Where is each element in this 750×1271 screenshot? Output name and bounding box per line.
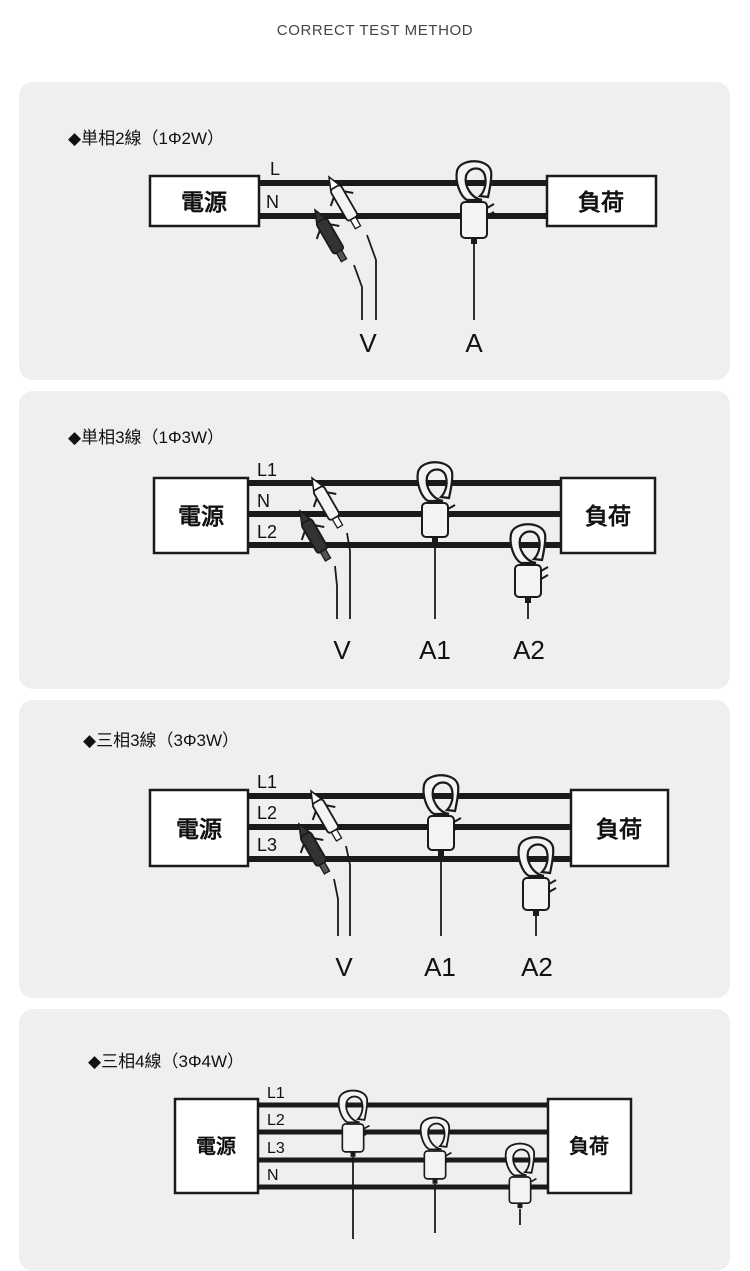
wiring-diagram: 電源 負荷 L1 N L2 xyxy=(152,460,657,665)
line-label-l1: L1 xyxy=(267,1085,285,1102)
diagram-panel-3p3w: ◆三相3線（3Φ3W） 電源 負荷 L1 L2 L3 xyxy=(19,700,730,998)
load-label: 負荷 xyxy=(585,503,631,530)
load-box xyxy=(545,174,658,228)
panel-heading: ◆単相2線（1Φ2W） xyxy=(68,129,225,148)
line-label-n: N xyxy=(266,192,279,212)
clamp-meter xyxy=(504,1142,537,1209)
probe-cable xyxy=(333,878,339,936)
line-label-n: N xyxy=(267,1167,279,1184)
diagram-panel-3p4w: ◆三相4線（3Φ4W） 電源 負荷 L1 L2 L3 N xyxy=(19,1009,730,1271)
line-label-l3: L3 xyxy=(257,835,277,855)
voltage-probe-white xyxy=(311,476,344,529)
voltage-probe-black xyxy=(298,822,331,875)
voltage-probe-white xyxy=(310,789,343,842)
meter-label-v: V xyxy=(335,952,353,982)
line-label-l1: L1 xyxy=(257,460,277,480)
meter-label-a1: A1 xyxy=(424,952,456,982)
load-label: 負荷 xyxy=(578,189,624,216)
meter-label-a2: A2 xyxy=(521,952,553,982)
voltage-probe-black xyxy=(314,208,348,263)
load-label: 負荷 xyxy=(569,1134,609,1158)
voltage-probe-black xyxy=(299,509,332,562)
load-box xyxy=(569,788,670,868)
line-label-l3: L3 xyxy=(267,1140,285,1157)
clamp-meter xyxy=(422,774,462,856)
meter-label-a: A xyxy=(465,328,483,358)
probe-cable xyxy=(346,532,351,619)
line-label-l2: L2 xyxy=(257,803,277,823)
panel-heading: ◆単相3線（1Φ3W） xyxy=(68,428,225,447)
power-source-label: 電源 xyxy=(176,817,222,843)
power-source-box xyxy=(148,788,250,868)
line-label-l1: L1 xyxy=(257,772,277,792)
wiring-diagram: 電源 負荷 L1 L2 L3 N xyxy=(173,1085,633,1239)
line-label-l: L xyxy=(270,159,280,179)
panel-heading: ◆三相4線（3Φ4W） xyxy=(88,1052,245,1071)
line-label-l2: L2 xyxy=(267,1112,285,1129)
clamp-meter xyxy=(509,523,549,603)
probe-cable xyxy=(345,845,351,936)
meter-label-a1: A1 xyxy=(419,635,451,665)
power-source-box xyxy=(152,476,250,555)
probe-cable xyxy=(353,264,363,320)
clamp-meter xyxy=(517,836,557,916)
load-label: 負荷 xyxy=(596,816,642,843)
clamp-meter xyxy=(455,160,495,244)
power-source-label: 電源 xyxy=(181,190,227,216)
wiring-diagram: 電源 負荷 L N V xyxy=(148,159,658,358)
clamp-meter xyxy=(419,1116,452,1184)
diagram-panel-1p3w: ◆単相3線（1Φ3W） 電源 負荷 L1 N L2 xyxy=(19,391,730,689)
page-title: CORRECT TEST METHOD xyxy=(276,22,474,39)
panel-heading: ◆三相3線（3Φ3W） xyxy=(83,731,240,750)
power-source-label: 電源 xyxy=(196,1134,236,1158)
power-source-box xyxy=(173,1097,260,1195)
meter-label-a2: A2 xyxy=(513,635,545,665)
probe-cable xyxy=(366,234,377,320)
diagram-panel-1p2w: ◆単相2線（1Φ2W） 電源 負荷 L N xyxy=(19,82,730,380)
meter-label-v: V xyxy=(333,635,351,665)
load-box xyxy=(559,476,657,555)
wiring-diagram: 電源 負荷 L1 L2 L3 xyxy=(148,772,670,982)
power-source-label: 電源 xyxy=(178,504,224,530)
clamp-meter xyxy=(337,1089,370,1157)
clamp-meter xyxy=(416,461,456,543)
voltage-probe-white xyxy=(328,175,362,230)
line-label-l2: L2 xyxy=(257,522,277,542)
probe-cable xyxy=(334,565,338,619)
line-label-n: N xyxy=(257,491,270,511)
power-source-box xyxy=(148,174,261,228)
load-box xyxy=(546,1097,633,1195)
meter-label-v: V xyxy=(359,328,377,358)
